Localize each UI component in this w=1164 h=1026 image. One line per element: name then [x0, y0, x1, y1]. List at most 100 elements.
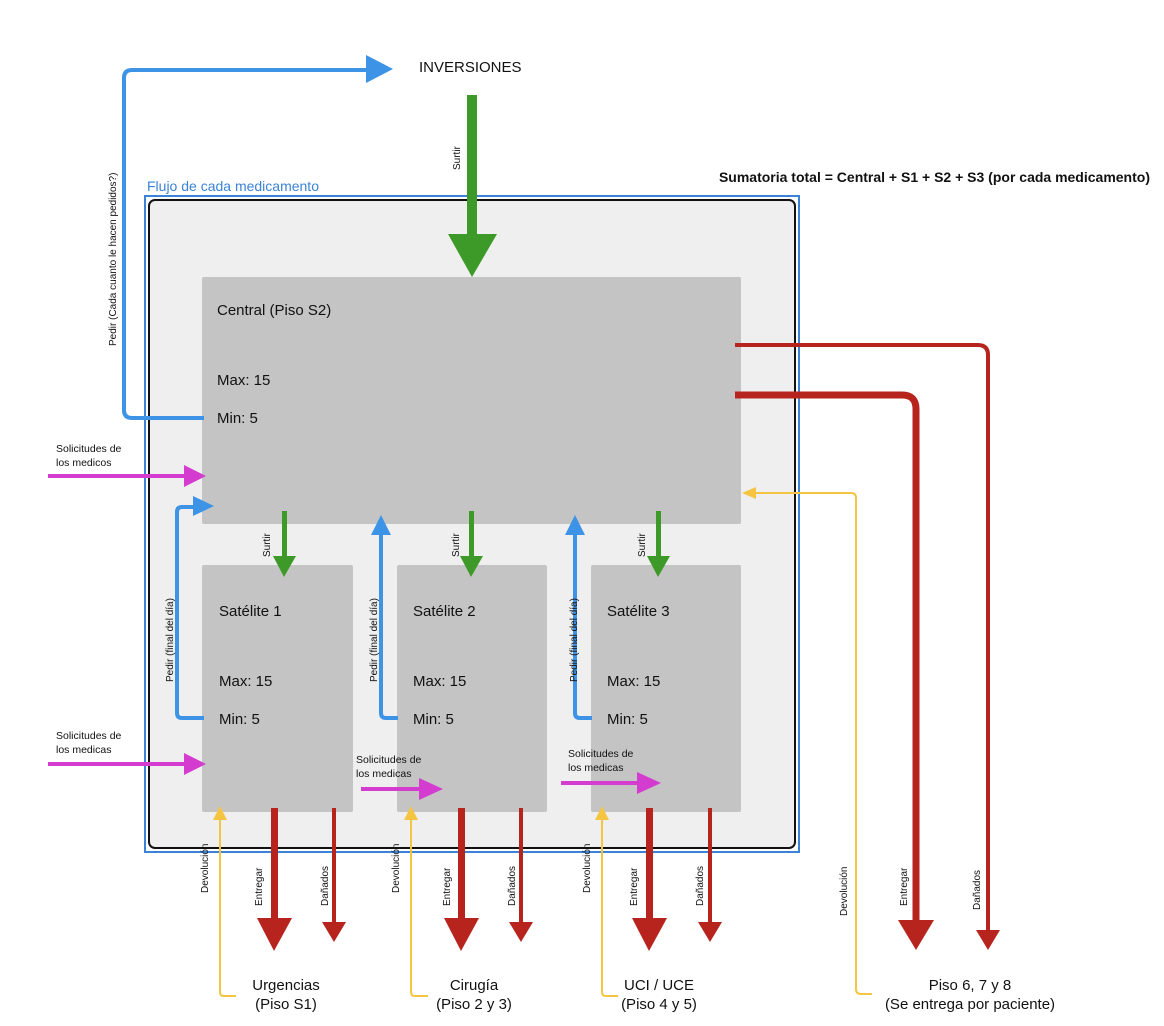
supply-sat1-arrowhead — [273, 556, 296, 577]
investments-label: INVERSIONES — [419, 59, 522, 76]
destination-2-line1: Cirugía — [450, 977, 499, 994]
return-sat1-arrowhead — [213, 806, 227, 820]
damaged-sat2-arrowhead — [509, 922, 533, 942]
requests-sat3-arrowhead — [637, 772, 661, 794]
supply-sat3-label: Surtir — [637, 532, 648, 557]
satellite-3-min: Min: 5 — [607, 711, 648, 728]
damaged-central-arrowhead — [976, 930, 1000, 950]
order-sat2-arrowhead — [371, 515, 391, 535]
supply-central-shaft — [467, 95, 477, 235]
central-min: Min: 5 — [217, 410, 258, 427]
satellite-2-box — [397, 565, 547, 812]
requests-sat1-line2: los medicas — [56, 744, 111, 756]
deliver-sat3-shaft — [646, 808, 653, 920]
satellite-3-title: Satélite 3 — [607, 603, 670, 620]
destination-3-line2: (Piso 4 y 5) — [621, 996, 697, 1013]
deliver-central-label: Entregar — [899, 867, 910, 906]
damaged-sat1-label: Dañados — [320, 866, 331, 906]
order-sat1-label: Pedir (final del día) — [165, 598, 176, 682]
order-to-investments-arrow — [122, 68, 368, 420]
deliver-sat1-shaft — [271, 808, 278, 920]
order-sat3-arrow — [573, 532, 592, 720]
damaged-sat1-shaft — [332, 808, 336, 924]
return-sat3-arrowhead — [595, 806, 609, 820]
damaged-sat3-shaft — [708, 808, 712, 924]
order-sat2-label: Pedir (final del día) — [369, 598, 380, 682]
satellite-3-max: Max: 15 — [607, 673, 660, 690]
satellite-2-max: Max: 15 — [413, 673, 466, 690]
frame-title: Flujo de cada medicamento — [147, 178, 319, 194]
destination-1-line1: Urgencias — [252, 977, 320, 994]
supply-sat1-shaft — [282, 511, 287, 559]
requests-central-line1: Solicitudes de — [56, 443, 122, 455]
damaged-sat2-label: Dañados — [507, 866, 518, 906]
deliver-sat2-arrowhead — [444, 918, 479, 951]
summary-formula: Sumatoria total = Central + S1 + S2 + S3… — [719, 169, 1150, 185]
damaged-sat1-arrowhead — [322, 922, 346, 942]
satellite-2-title: Satélite 2 — [413, 603, 476, 620]
requests-sat1-line1: Solicitudes de — [56, 730, 122, 742]
return-sat2-arrowhead — [404, 806, 418, 820]
satellite-2-min: Min: 5 — [413, 711, 454, 728]
satellite-1-min: Min: 5 — [219, 711, 260, 728]
return-sat2-arrow — [410, 818, 428, 997]
requests-sat2-shaft — [361, 787, 421, 791]
destination-1-line2: (Piso S1) — [255, 996, 317, 1013]
satellite-1-max: Max: 15 — [219, 673, 272, 690]
order-sat2-arrow — [379, 532, 398, 720]
deliver-central-arrow — [735, 391, 920, 922]
order-sat1-arrow — [175, 505, 204, 720]
return-sat1-label: Devolución — [200, 844, 211, 893]
deliver-sat3-label: Entregar — [629, 867, 640, 906]
requests-sat3-line1: Solicitudes de — [568, 748, 634, 760]
order-sat3-arrowhead — [565, 515, 585, 535]
requests-sat3-shaft — [561, 781, 639, 785]
supply-sat3-shaft — [656, 511, 661, 559]
requests-central-shaft — [48, 474, 186, 478]
deliver-sat2-shaft — [458, 808, 465, 920]
destination-2-line2: (Piso 2 y 3) — [436, 996, 512, 1013]
supply-sat2-arrowhead — [460, 556, 483, 577]
requests-central-line2: los medicos — [56, 457, 111, 469]
supply-central-arrowhead — [448, 234, 497, 277]
destination-4-line2: (Se entrega por paciente) — [885, 996, 1055, 1013]
supply-sat3-arrowhead — [647, 556, 670, 577]
deliver-sat1-label: Entregar — [254, 867, 265, 906]
return-sat2-label: Devolución — [391, 844, 402, 893]
supply-sat2-label: Surtir — [451, 532, 462, 557]
supply-sat1-label: Surtir — [262, 532, 273, 557]
return-central-label: Devolución — [839, 867, 850, 916]
supply-sat2-shaft — [469, 511, 474, 559]
satellite-1-box — [202, 565, 353, 812]
requests-sat2-line1: Solicitudes de — [356, 754, 422, 766]
satellite-1-title: Satélite 1 — [219, 603, 282, 620]
order-sat3-label: Pedir (final del día) — [569, 598, 580, 682]
damaged-central-arrow — [735, 343, 990, 932]
damaged-sat3-arrowhead — [698, 922, 722, 942]
requests-sat2-arrowhead — [419, 778, 443, 800]
damaged-central-label: Dañados — [972, 870, 983, 910]
central-title: Central (Piso S2) — [217, 302, 331, 319]
deliver-central-arrowhead — [898, 920, 934, 950]
destination-3-line1: UCI / UCE — [624, 977, 694, 994]
damaged-sat3-label: Dañados — [695, 866, 706, 906]
requests-central-arrowhead — [184, 465, 206, 487]
deliver-sat2-label: Entregar — [442, 867, 453, 906]
order-to-investments-arrowhead — [366, 55, 393, 83]
central-max: Max: 15 — [217, 372, 270, 389]
return-central-arrowhead — [742, 487, 756, 499]
deliver-sat1-arrowhead — [257, 918, 292, 951]
return-sat3-label: Devolución — [582, 844, 593, 893]
order-central-label: Pedir (Cada cuanto le hacen pedidos?) — [108, 173, 119, 346]
return-central-arrow — [754, 492, 872, 995]
order-sat1-arrowhead — [193, 496, 214, 516]
requests-sat2-line2: los medicas — [356, 768, 411, 780]
destination-4-line1: Piso 6, 7 y 8 — [929, 977, 1012, 994]
damaged-sat2-shaft — [519, 808, 523, 924]
requests-sat1-arrowhead — [184, 753, 206, 775]
return-sat3-arrow — [601, 818, 618, 997]
supply-central-label: Surtir — [452, 145, 463, 170]
deliver-sat3-arrowhead — [632, 918, 667, 951]
central-box — [202, 277, 741, 524]
